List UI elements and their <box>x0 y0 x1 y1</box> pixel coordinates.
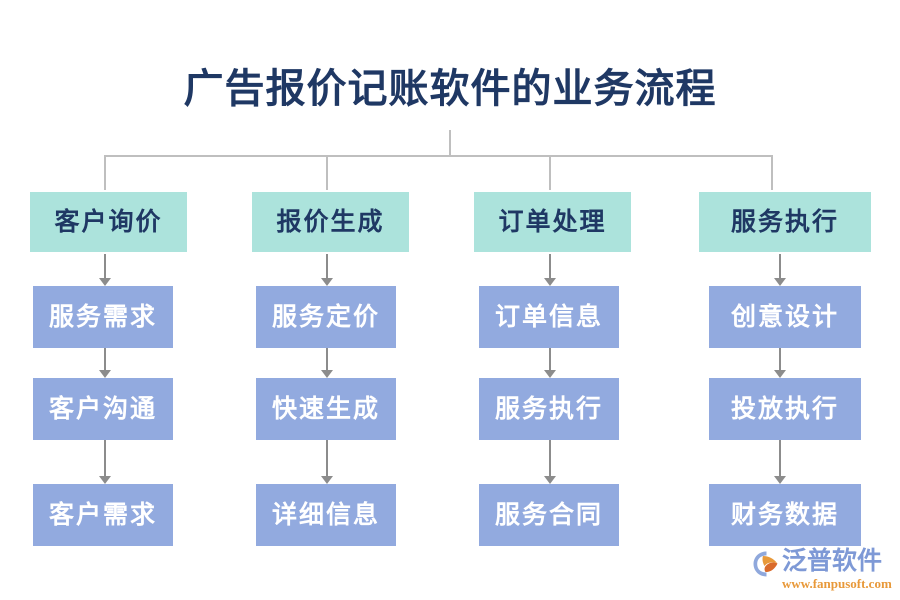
logo-url-text: www.fanpusoft.com <box>782 576 892 591</box>
stage-header-box-1[interactable]: 客户询价 <box>30 192 187 252</box>
arrow-col4-step1-to-step2 <box>773 348 787 378</box>
step-box-1-3[interactable]: 客户需求 <box>33 484 173 546</box>
connector-drop-col1 <box>104 155 106 190</box>
arrow-col3-head-to-step1 <box>543 254 557 286</box>
step-box-3-1[interactable]: 订单信息 <box>479 286 619 348</box>
connector-drop-col4 <box>771 155 773 190</box>
step-box-4-2[interactable]: 投放执行 <box>709 378 861 440</box>
stage-header-box-2[interactable]: 报价生成 <box>252 192 409 252</box>
logo-wordmark-text: 泛普软件 <box>782 547 883 575</box>
connector-drop-col3 <box>549 155 551 190</box>
step-box-2-2[interactable]: 快速生成 <box>256 378 396 440</box>
step-box-1-2[interactable]: 客户沟通 <box>33 378 173 440</box>
stage-header-box-4[interactable]: 服务执行 <box>699 192 871 252</box>
connector-horizontal-bar <box>104 155 772 157</box>
arrow-col2-head-to-step1 <box>320 254 334 286</box>
arrow-col1-head-to-step1 <box>98 254 112 286</box>
step-box-3-3[interactable]: 服务合同 <box>479 484 619 546</box>
connector-drop-col2 <box>326 155 328 190</box>
step-box-4-3[interactable]: 财务数据 <box>709 484 861 546</box>
arrow-col1-step2-to-step3 <box>98 440 112 484</box>
arrow-col3-step1-to-step2 <box>543 348 557 378</box>
arrow-col2-step1-to-step2 <box>320 348 334 378</box>
arrow-col4-head-to-step1 <box>773 254 787 286</box>
page-title: 广告报价记账软件的业务流程 <box>183 66 717 111</box>
arrow-col2-step2-to-step3 <box>320 440 334 484</box>
step-box-3-2[interactable]: 服务执行 <box>479 378 619 440</box>
arrow-col4-step2-to-step3 <box>773 440 787 484</box>
arrow-col1-step1-to-step2 <box>98 348 112 378</box>
fanpu-logo-mark <box>753 551 778 577</box>
step-box-2-3[interactable]: 详细信息 <box>256 484 396 546</box>
brand-logo[interactable]: 泛普软件 www.fanpusoft.com <box>752 546 892 594</box>
step-box-1-1[interactable]: 服务需求 <box>33 286 173 348</box>
connector-title-stem <box>449 130 451 156</box>
stage-header-box-3[interactable]: 订单处理 <box>474 192 631 252</box>
step-box-4-1[interactable]: 创意设计 <box>709 286 861 348</box>
arrow-col3-step2-to-step3 <box>543 440 557 484</box>
step-box-2-1[interactable]: 服务定价 <box>256 286 396 348</box>
